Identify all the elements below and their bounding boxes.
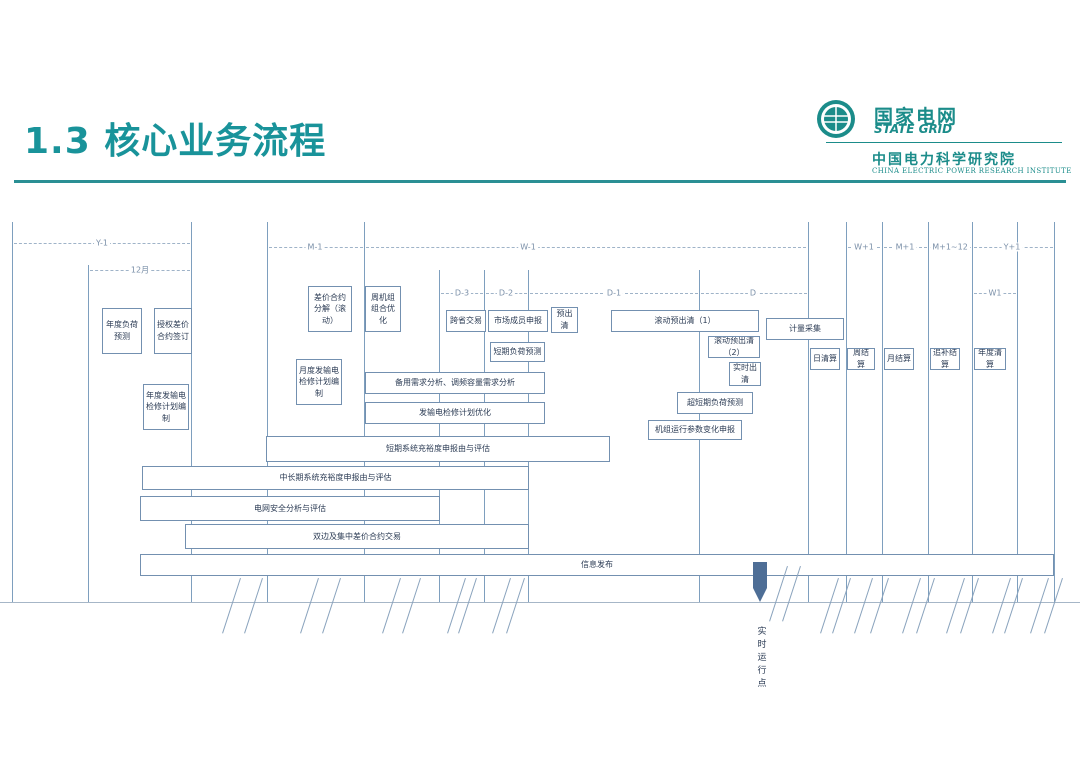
weekly-unit-commit-box: 周机组组合优化 bbox=[365, 286, 401, 332]
period-label-d1: D-1 bbox=[604, 288, 624, 298]
reserve-analysis-box: 备用需求分析、调频容量需求分析 bbox=[365, 372, 545, 394]
header-rule bbox=[14, 180, 1066, 183]
monthly-maintenance-box: 月度发输电检修计划编制 bbox=[296, 359, 342, 405]
maintenance-optimize-box: 发输电检修计划优化 bbox=[365, 402, 545, 424]
timeline-ground-line bbox=[0, 602, 1080, 603]
member-declare-box: 市场成员申报 bbox=[488, 310, 548, 332]
timeline-divider bbox=[808, 222, 809, 602]
period-label-d: D bbox=[747, 288, 759, 298]
period-label-d3: D-3 bbox=[452, 288, 472, 298]
logo-text-en: STATE GRID bbox=[874, 122, 953, 136]
security-analysis-box: 电网安全分析与评估 bbox=[140, 496, 440, 521]
timeline-divider bbox=[191, 222, 192, 602]
realtime-point-label: 实时运行点 bbox=[757, 627, 767, 689]
mid-long-adequacy-box: 中长期系统充裕度申报由与评估 bbox=[142, 466, 529, 490]
period-label-yp1: Y+1 bbox=[1001, 242, 1023, 252]
timeline-divider bbox=[846, 222, 847, 602]
supplement-settle-box: 追补结算 bbox=[930, 348, 960, 370]
state-grid-logo-icon bbox=[817, 100, 855, 138]
period-label-mp12: M+1~12 bbox=[930, 242, 970, 252]
timeline-divider bbox=[12, 222, 13, 602]
period-label-mp1: M+1 bbox=[893, 242, 917, 252]
cross-province-box: 跨省交易 bbox=[446, 310, 486, 332]
daily-settle-box: 日清算 bbox=[810, 348, 840, 370]
period-line-w1 bbox=[366, 247, 806, 248]
annual-maintenance-box: 年度发输电检修计划编制 bbox=[143, 384, 189, 430]
unit-param-change-box: 机组运行参数变化申报 bbox=[648, 420, 742, 440]
monthly-settle-box: 月结算 bbox=[884, 348, 914, 370]
ultra-short-forecast-box: 超短期负荷预测 bbox=[677, 392, 753, 414]
period-label-w1b: W1 bbox=[986, 288, 1004, 298]
weekly-settle-box: 周结算 bbox=[847, 348, 875, 370]
timeline-divider bbox=[928, 222, 929, 602]
timeline-divider bbox=[882, 222, 883, 602]
logo-divider bbox=[826, 142, 1062, 143]
realtime-marker-icon bbox=[753, 562, 767, 602]
authorized-contract-box: 授权差价合约签订 bbox=[154, 308, 192, 354]
rolling-pre-clear-2-box: 滚动预出清（2） bbox=[708, 336, 760, 358]
logo-text-cn: 国家电网 bbox=[874, 106, 959, 128]
timeline-divider bbox=[267, 222, 268, 602]
bilateral-trading-box: 双边及集中差价合约交易 bbox=[185, 524, 529, 549]
short-load-forecast-box: 短期负荷预测 bbox=[490, 342, 545, 362]
institute-name-en: CHINA ELECTRIC POWER RESEARCH INSTITUTE bbox=[872, 167, 1072, 175]
period-label-m1: M-1 bbox=[305, 242, 325, 252]
annual-load-forecast-box: 年度负荷预测 bbox=[102, 308, 142, 354]
page-title: 1.3 核心业务流程 bbox=[24, 121, 327, 162]
metering-box: 计量采集 bbox=[766, 318, 844, 340]
timeline-divider bbox=[88, 265, 89, 602]
pre-clear-box: 预出清 bbox=[551, 307, 578, 333]
annual-settle-box: 年度清算 bbox=[974, 348, 1006, 370]
period-label-y1: Y-1 bbox=[94, 238, 110, 248]
period-label-wp1: W+1 bbox=[852, 242, 876, 252]
contract-decompose-box: 差价合约分解（滚动） bbox=[308, 286, 352, 332]
institute-name-cn: 中国电力科学研究院 bbox=[872, 152, 1016, 168]
rolling-pre-clear-1-box: 滚动预出清（1） bbox=[611, 310, 759, 332]
period-label-12m: 12月 bbox=[128, 264, 152, 276]
period-label-w1: W-1 bbox=[518, 242, 538, 252]
realtime-clear-box: 实时出清 bbox=[729, 362, 761, 386]
info-publish-box: 信息发布 bbox=[140, 554, 1054, 576]
timeline-divider bbox=[364, 222, 365, 602]
timeline-divider bbox=[1017, 222, 1018, 602]
timeline-divider bbox=[1054, 222, 1055, 602]
period-label-d2: D-2 bbox=[496, 288, 516, 298]
short-adequacy-box: 短期系统充裕度申报由与评估 bbox=[266, 436, 610, 462]
timeline-divider bbox=[972, 222, 973, 602]
